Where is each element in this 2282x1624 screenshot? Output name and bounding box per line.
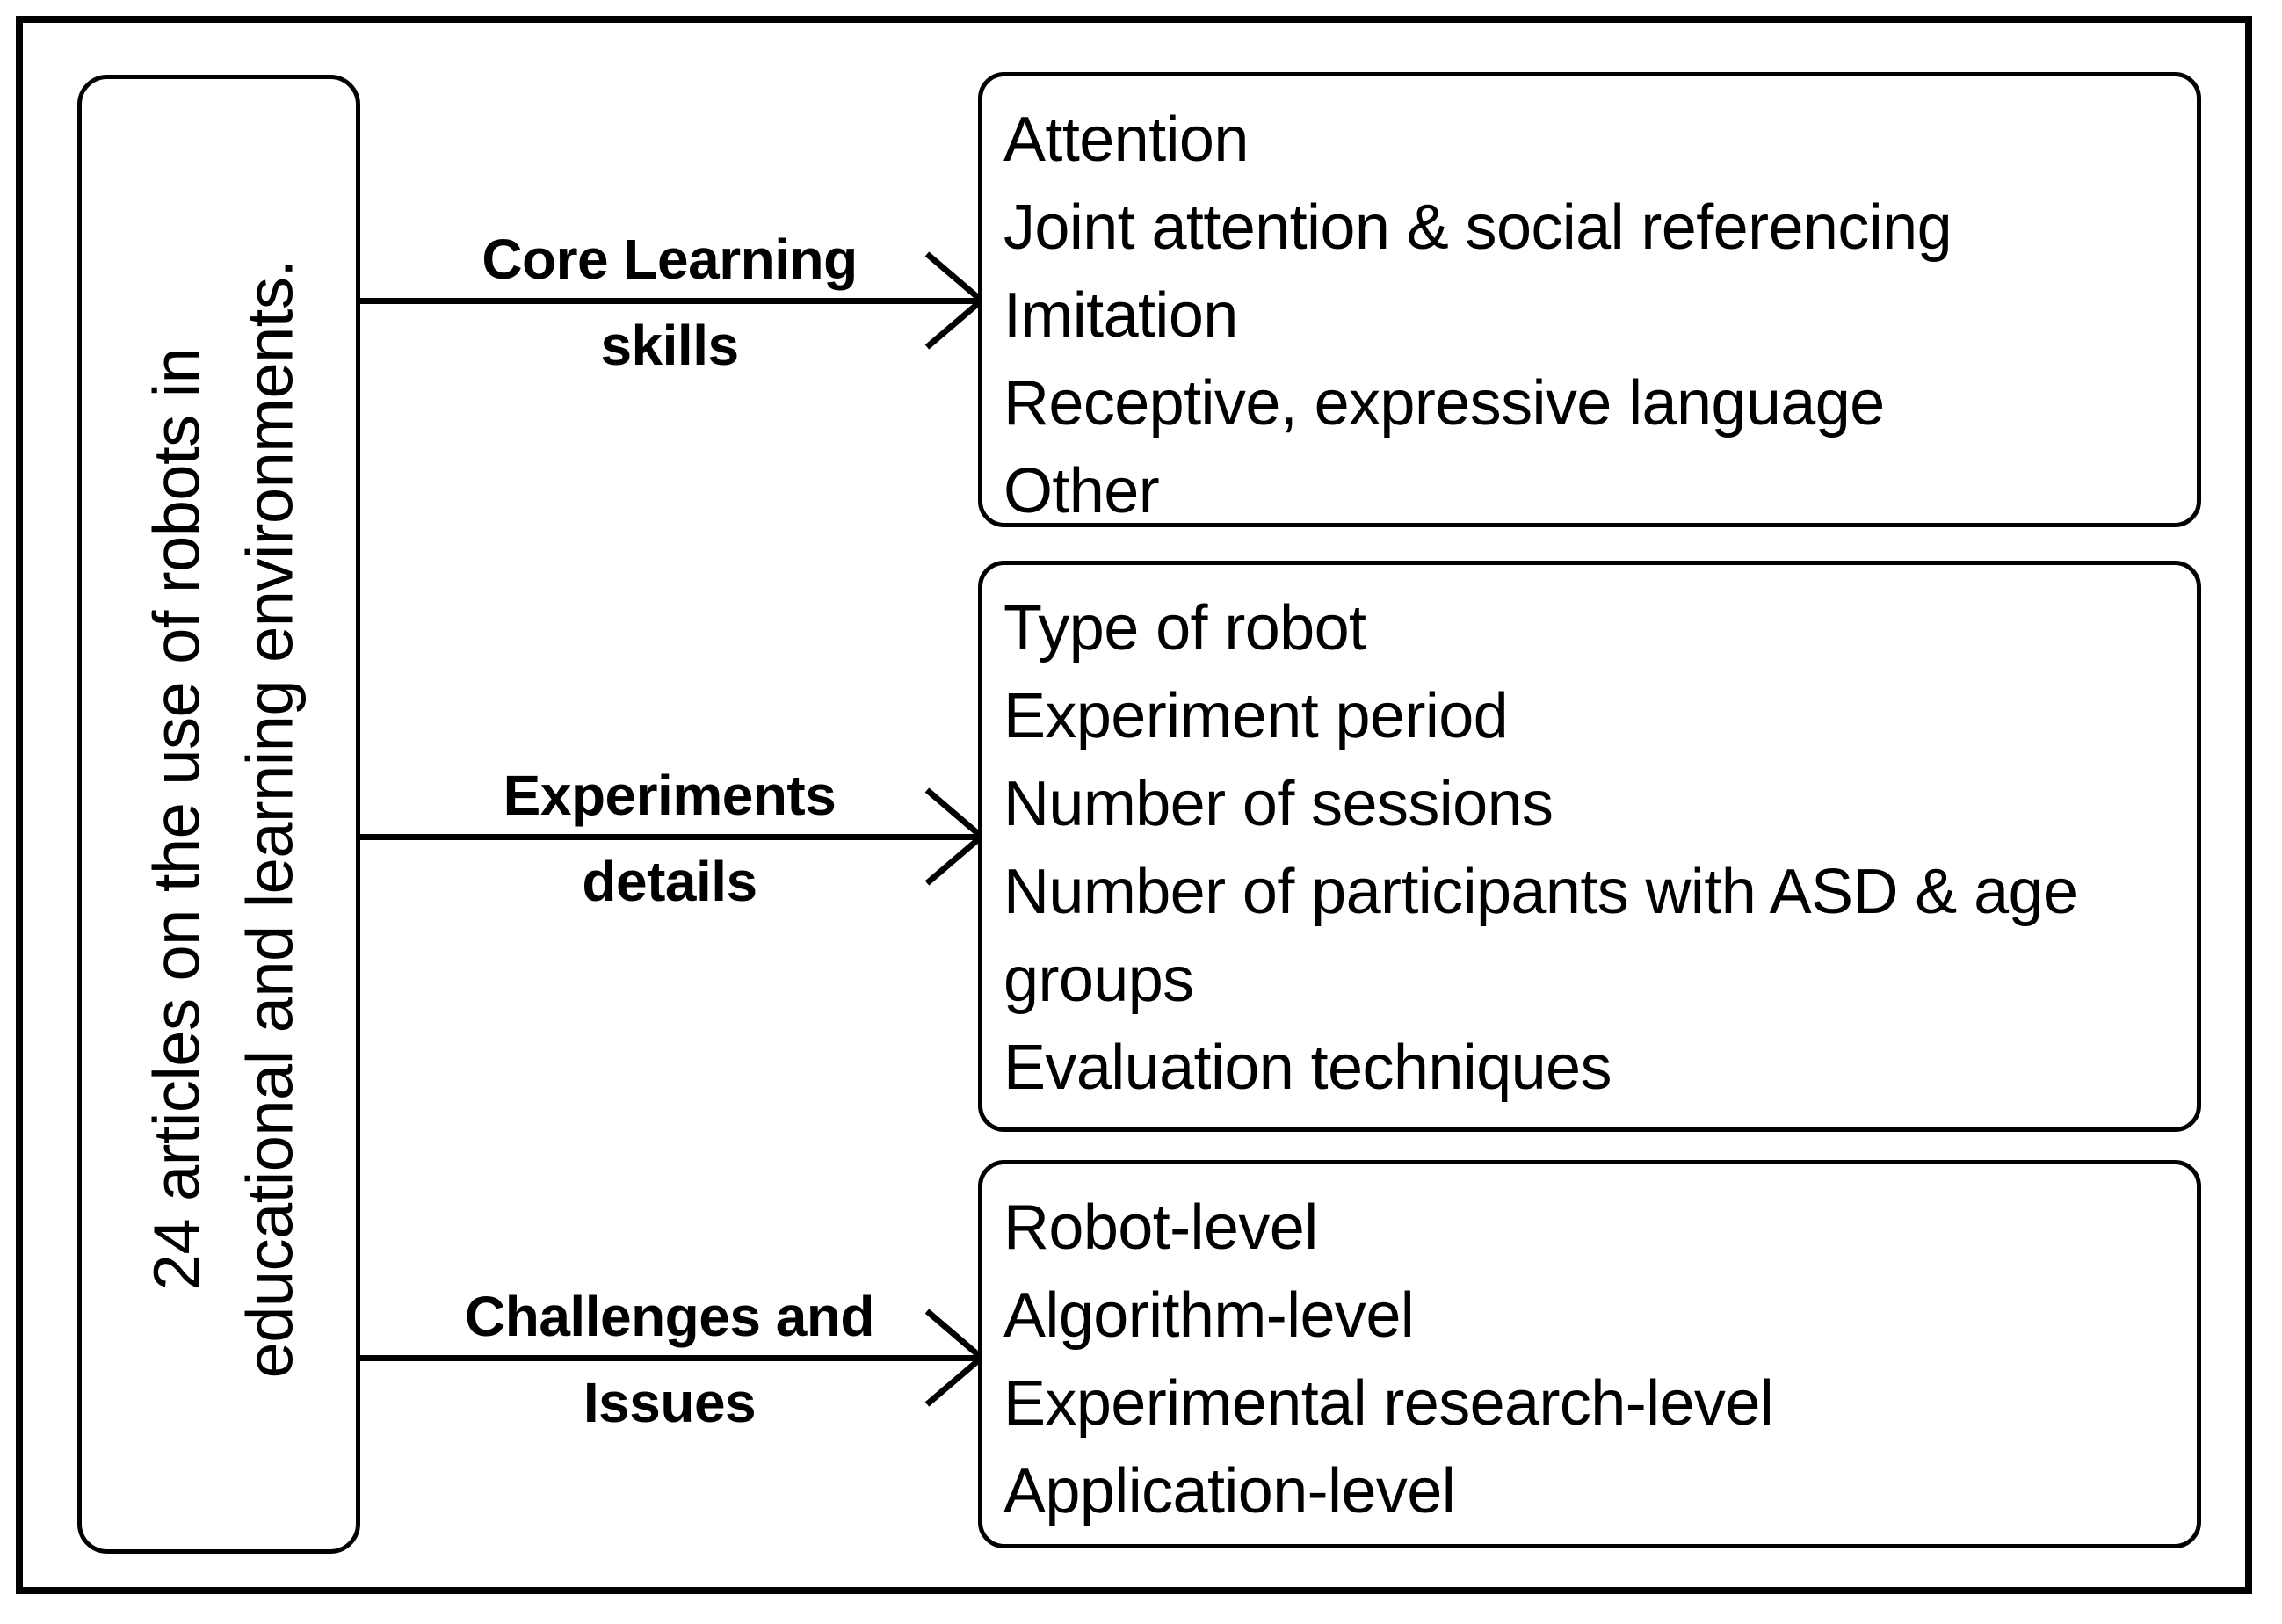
connector-label-experiments-details-line-1: Experiments [503, 764, 837, 827]
source-node-label-line-2: educational and learning environments. [233, 259, 306, 1378]
source-node-label-line-1: 24 articles on the use of robots in [140, 347, 213, 1290]
category-item: Number of participants with ASD & age gr… [1003, 857, 2078, 1015]
connector-shaft [357, 834, 979, 840]
category-item: Experimental research-level [1003, 1368, 1774, 1439]
category-item: Application-level [1003, 1456, 1456, 1526]
source-node-text-wrapper: 24 articles on the use of robots in educ… [82, 79, 365, 1558]
category-item: Number of sessions [1003, 769, 1554, 839]
category-item: Receptive, expressive language [1003, 368, 1885, 439]
connector-label-challenges-issues-line-2: Issues [583, 1371, 757, 1434]
category-item: Other [1003, 456, 1160, 526]
category-item: Evaluation techniques [1003, 1033, 1612, 1103]
connector-challenges-issues: Challenges and Issues [357, 1285, 985, 1434]
connector-shaft [357, 1355, 979, 1361]
connector-shaft [357, 298, 979, 304]
category-item: Joint attention & social referencing [1003, 192, 1952, 263]
category-item: Experiment period [1003, 681, 1509, 751]
category-item: Imitation [1003, 280, 1238, 351]
category-box-challenges-issues: Robot-level Algorithm-level Experimental… [978, 1160, 2201, 1548]
source-node: 24 articles on the use of robots in educ… [77, 75, 360, 1554]
category-item: Algorithm-level [1003, 1280, 1415, 1351]
connector-label-challenges-issues-line-1: Challenges and [465, 1285, 875, 1348]
category-box-experiments-details: Type of robot Experiment period Number o… [978, 561, 2201, 1132]
category-item: Robot-level [1003, 1193, 1318, 1263]
connector-label-core-learning-skills-line-2: skills [600, 314, 739, 377]
connector-label-core-learning-skills-line-1: Core Learning [482, 228, 858, 291]
category-box-core-learning-skills: Attention Joint attention & social refer… [978, 72, 2201, 527]
source-node-label: 24 articles on the use of robots in educ… [130, 259, 316, 1378]
connector-label-experiments-details-line-2: details [582, 850, 757, 913]
category-item: Type of robot [1003, 593, 1366, 663]
category-item: Attention [1003, 105, 1249, 175]
